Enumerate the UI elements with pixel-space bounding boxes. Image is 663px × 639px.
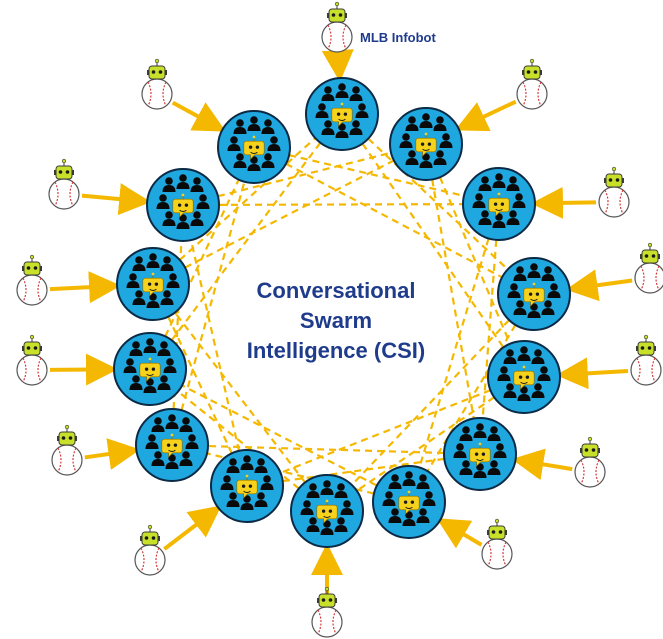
people-group-icon: [443, 417, 517, 491]
robot-baseball-icon: [481, 518, 513, 570]
arrow-icon: [171, 100, 226, 132]
robot-baseball-icon: [134, 524, 166, 576]
connector-line: [149, 146, 255, 370]
connector-line: [478, 203, 501, 455]
robot-baseball-icon: [516, 58, 548, 110]
connector-line: [152, 143, 427, 285]
people-group-icon: [116, 247, 190, 321]
robot-baseball-icon: [51, 424, 83, 476]
arrow-icon: [163, 505, 222, 551]
robot-baseball-icon: [598, 166, 630, 218]
connector-line: [171, 443, 481, 456]
people-group-icon: [210, 449, 284, 523]
arrow-icon: [565, 269, 633, 302]
people-group-icon: [497, 257, 571, 331]
connector-line: [182, 142, 427, 207]
connector-line: [408, 293, 535, 503]
arrow-icon: [555, 357, 629, 390]
people-group-icon: [372, 465, 446, 539]
robot-baseball-icon: [321, 1, 353, 53]
connector-line: [152, 283, 248, 487]
connector-line: [149, 368, 328, 512]
connector-line: [246, 375, 525, 488]
connector-line: [253, 145, 500, 206]
people-group-icon: [462, 167, 536, 241]
people-group-icon: [113, 332, 187, 406]
connector-line: [171, 443, 410, 504]
connector-line: [326, 376, 525, 512]
robot-baseball-icon: [16, 254, 48, 306]
people-group-icon: [487, 340, 561, 414]
people-group-icon: [146, 168, 220, 242]
connector-lines: [149, 113, 535, 512]
title-line-3: Intelligence (CSI): [246, 338, 426, 363]
people-group-icon: [290, 474, 364, 548]
arrow-icon: [49, 353, 119, 386]
robot-baseball-icon: [574, 436, 606, 488]
robot-baseball-icon: [141, 58, 173, 110]
arrow-icon: [530, 186, 597, 219]
robot-baseball-icon: [311, 586, 343, 638]
connector-line: [341, 113, 525, 378]
connector-line: [407, 203, 501, 503]
arrow-icon: [454, 99, 517, 132]
people-group-icon: [305, 77, 379, 151]
connector-line: [341, 113, 535, 295]
connector-line: [181, 204, 249, 487]
people-group-icon: [135, 408, 209, 482]
arrow-icon: [511, 448, 573, 481]
title-line-2: Swarm: [299, 308, 373, 333]
arrow-icon: [49, 271, 122, 304]
title-line-1: Conversational: [256, 278, 416, 303]
people-group-icon: [389, 107, 463, 181]
arrow-icon: [436, 518, 483, 549]
connector-line: [149, 368, 410, 503]
robot-baseball-icon: [48, 158, 80, 210]
connector-line: [246, 452, 481, 488]
connector-line: [424, 143, 482, 455]
connector-line: [182, 202, 500, 207]
infobot-label: MLB Infobot: [360, 30, 436, 45]
swarm-groups: [113, 77, 571, 548]
robot-baseball-icon: [16, 334, 48, 386]
arrow-icon: [321, 49, 354, 83]
connector-line: [253, 146, 535, 295]
bot-arrows: [49, 49, 633, 604]
robot-baseball-icon: [634, 242, 663, 294]
arrow-icon: [84, 438, 141, 470]
connector-line: [170, 146, 256, 446]
robot-baseball-icon: [630, 334, 662, 386]
people-group-icon: [217, 110, 291, 184]
connector-line: [326, 293, 535, 512]
center-title: Conversational Swarm Intelligence (CSI): [206, 276, 466, 366]
connector-line: [170, 204, 185, 446]
connector-line: [149, 113, 343, 370]
arrow-icon: [81, 183, 152, 216]
connector-line: [152, 113, 343, 285]
